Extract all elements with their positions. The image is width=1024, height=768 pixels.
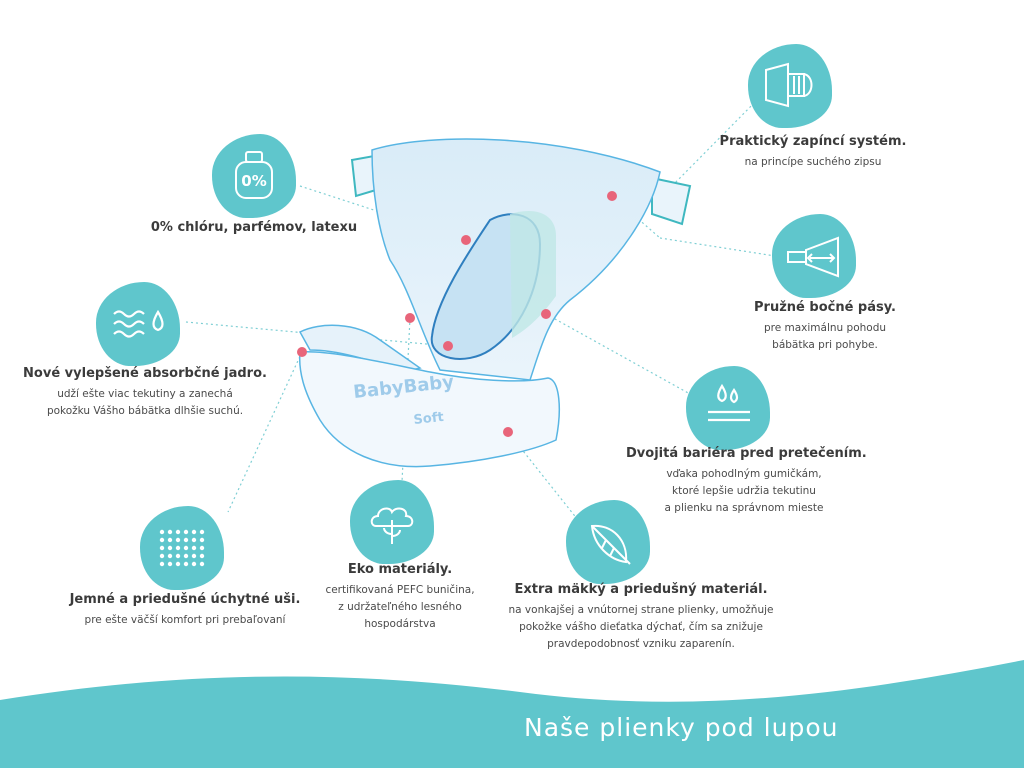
water-waves-icon: [96, 282, 180, 366]
feature-title: Jemné a priedušné úchytné uši.: [69, 592, 301, 607]
cotton-plant-icon: [350, 480, 434, 564]
feature-title: Dvojitá bariéra pred pretečením.: [626, 446, 867, 461]
feature-title: Eko materiály.: [347, 562, 453, 577]
feature-title: 0% chlóru, parfémov, latexu: [150, 220, 358, 235]
feature-barrier: Dvojitá bariéra pred pretečením. vďaka p…: [626, 446, 867, 517]
feature-title: Nové vylepšené absorbčné jadro.: [23, 366, 267, 381]
feature-title: Pružné bočné pásy.: [754, 300, 896, 315]
perfume-bottle-icon: 0%: [212, 134, 296, 218]
feature-soft: Extra mäkký a priedušný materiál. na von…: [496, 582, 786, 653]
feature-desc: vďaka pohodlným gumičkám,ktoré lepšie ud…: [664, 468, 824, 514]
feature-desc: pre ešte väčší komfort pri prebaľovaní: [84, 614, 286, 626]
footer-title: Naše plienky pod lupou: [524, 713, 839, 742]
dot-grid-icon: [140, 506, 224, 590]
feature-desc: certifikovaná PEFC buničina,z udržateľné…: [325, 584, 475, 630]
drops-barrier-icon: [686, 366, 770, 450]
velcro-tab-icon: [748, 44, 832, 128]
feature-desc: na vonkajšej a vnútornej strane plienky,…: [508, 604, 774, 650]
feature-title: Praktický zapíncí systém.: [719, 134, 907, 149]
svg-text:Soft: Soft: [413, 410, 445, 428]
feather-icon: [566, 500, 650, 584]
feature-desc: na princípe suchého zipsu: [744, 156, 882, 168]
feature-fastening: Praktický zapíncí systém. na princípe su…: [718, 134, 908, 171]
feature-title: Extra mäkký a priedušný materiál.: [514, 582, 768, 597]
feature-ears: Jemné a priedušné úchytné uši. pre ešte …: [60, 592, 310, 629]
svg-text:0%: 0%: [241, 172, 266, 190]
feature-core: Nové vylepšené absorbčné jadro. udží ešt…: [20, 366, 270, 420]
stretch-band-icon: [772, 214, 856, 298]
feature-eco: Eko materiály. certifikovaná PEFC buniči…: [310, 562, 490, 633]
feature-chlorine: 0% chlóru, parfémov, latexu: [134, 220, 374, 235]
